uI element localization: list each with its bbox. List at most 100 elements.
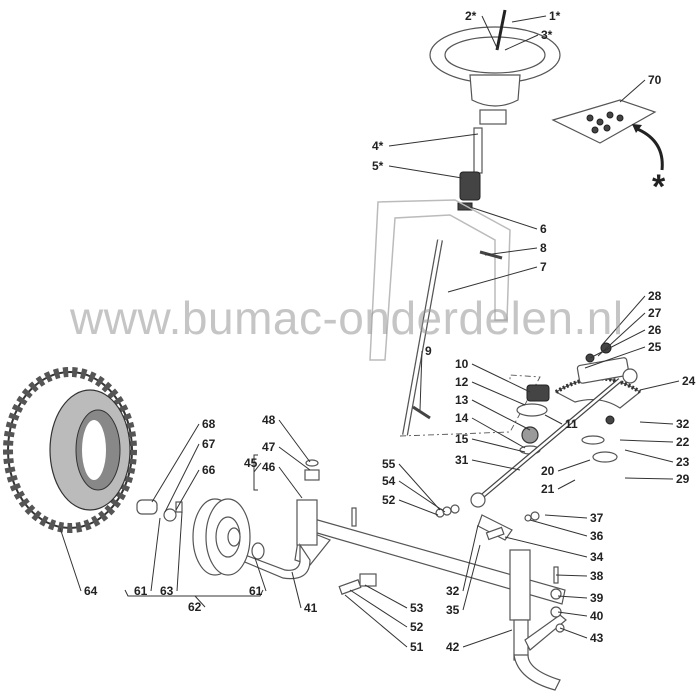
leader-line: [544, 514, 588, 519]
bushing: [459, 171, 481, 201]
part-number-label: 25: [648, 340, 662, 354]
part-number-label: 39: [590, 591, 604, 605]
leader-line: [388, 165, 463, 179]
leader-line: [364, 584, 408, 609]
part-number-label: 45: [244, 456, 258, 470]
leader-line: [601, 295, 646, 346]
leader-line: [344, 594, 408, 648]
wheel-rim: [136, 498, 265, 576]
leader-line: [589, 329, 646, 359]
part-number-label: 46: [262, 460, 276, 474]
leader-line: [349, 589, 408, 628]
leader-line: [278, 446, 311, 471]
leader-line: [471, 399, 531, 431]
part-number-label: 23: [676, 455, 690, 469]
part-number-label: 4*: [372, 139, 384, 153]
leader-line: [175, 469, 200, 511]
leader-line: [504, 34, 539, 51]
leader-line: [584, 346, 646, 369]
part-number-label: 48: [262, 413, 276, 427]
leader-line: [278, 419, 311, 463]
part-number-label: 43: [590, 631, 604, 645]
leader-line: [447, 266, 538, 293]
leader-line: [253, 462, 262, 473]
leader-line: [481, 15, 499, 51]
leader-line: [398, 463, 441, 511]
part-number-label: 10: [455, 357, 469, 371]
part-number-label: 21: [541, 482, 555, 496]
steering-wheel: [429, 9, 561, 125]
leader-line: [557, 479, 576, 490]
right-spindle: [509, 549, 567, 691]
leader-line: [511, 15, 547, 23]
part-number-label: 35: [446, 603, 460, 617]
part-number-label: 28: [648, 289, 662, 303]
leader-line: [291, 571, 302, 609]
part-number-label: 61: [134, 584, 148, 598]
part-number-label: 61: [249, 584, 263, 598]
kit-asterisk: *: [652, 168, 666, 206]
leader-line: [398, 499, 439, 516]
left-spindle: [238, 543, 311, 580]
part-number-label: 1*: [549, 9, 561, 23]
leader-line: [462, 524, 479, 592]
gear-sector: [554, 342, 642, 463]
leader-line: [254, 557, 267, 592]
leader-line: [462, 544, 481, 611]
leader-line: [471, 438, 526, 453]
leader-line: [484, 247, 538, 256]
leader-line: [619, 439, 674, 443]
part-number-label: 8: [540, 241, 547, 255]
leader-line: [151, 423, 200, 503]
leader-line: [555, 574, 588, 577]
leader-line: [544, 414, 563, 425]
part-number-label: 40: [590, 609, 604, 623]
part-number-label: 42: [446, 640, 460, 654]
part-number-label: 2*: [465, 9, 477, 23]
part-number-label: 11: [565, 417, 578, 431]
part-number-label: 26: [648, 323, 662, 337]
leader-line: [557, 595, 588, 599]
part-number-label: 15: [455, 432, 469, 446]
leader-line: [504, 536, 588, 558]
part-number-label: 63: [160, 584, 174, 598]
part-number-label: 20: [541, 464, 555, 478]
leader-line: [469, 206, 538, 230]
part-number-label: 12: [455, 375, 469, 389]
part-number-label: 36: [590, 529, 604, 543]
part-number-label: 24: [682, 374, 696, 388]
leader-line: [639, 380, 680, 391]
leader-line: [388, 133, 479, 147]
leader-line: [557, 459, 591, 472]
leader-line: [619, 79, 646, 103]
part-number-label: 5*: [372, 159, 384, 173]
hardware-kit-bag: [551, 99, 664, 171]
part-number-label: 47: [262, 440, 276, 454]
leader-line: [597, 312, 646, 357]
part-number-label: 68: [202, 417, 216, 431]
part-number-label: 70: [648, 73, 662, 87]
part-number-label: 32: [676, 417, 690, 431]
leader-line: [471, 363, 531, 393]
part-number-label: 38: [590, 569, 604, 583]
leader-line: [462, 629, 513, 648]
part-number-label: 13: [455, 393, 469, 407]
part-number-label: 55: [382, 457, 396, 471]
part-number-label: 14: [455, 411, 469, 425]
leader-line: [59, 527, 82, 592]
part-number-label: 9: [425, 344, 432, 358]
part-number-label: 52: [410, 620, 424, 634]
part-number-label: 51: [410, 640, 424, 654]
part-number-label: 53: [410, 601, 424, 615]
leader-line: [471, 459, 521, 471]
part-number-label: 31: [455, 453, 469, 467]
part-number-label: 6: [540, 222, 547, 236]
leader-line: [176, 511, 183, 592]
leader-line: [194, 595, 206, 608]
leader-line: [164, 443, 200, 513]
tire: [3, 367, 137, 533]
spindle-housing: [296, 499, 318, 546]
part-number-label: 64: [84, 584, 98, 598]
watermark: www.bumac-onderdelen.nl: [70, 292, 624, 344]
